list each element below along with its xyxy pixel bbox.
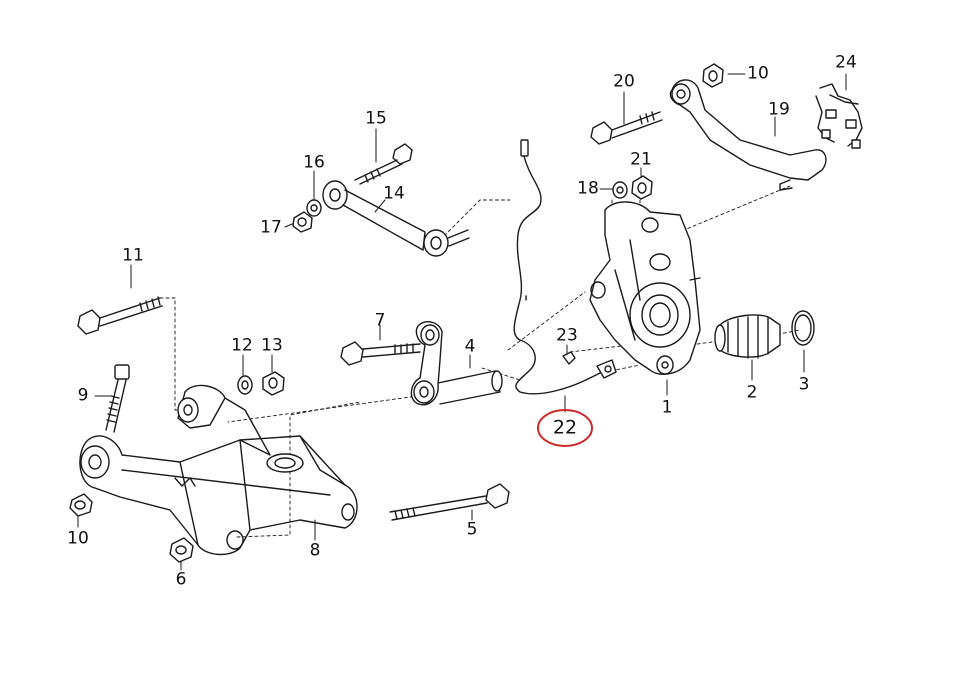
washer-part-12 xyxy=(237,375,253,395)
nut-part-10-lower xyxy=(69,493,93,517)
callout-8: 8 xyxy=(309,540,321,561)
callout-1: 1 xyxy=(661,397,673,418)
assembly-guide-lines xyxy=(159,185,801,538)
callout-14: 14 xyxy=(383,183,405,204)
nut-part-17 xyxy=(292,211,313,233)
callout-19: 19 xyxy=(768,99,790,120)
bolt-part-15 xyxy=(354,143,413,185)
nut-part-10-upper xyxy=(702,63,724,88)
callout-16: 16 xyxy=(303,152,325,173)
callout-11: 11 xyxy=(122,245,144,266)
callout-3: 3 xyxy=(798,374,810,395)
callout-23: 23 xyxy=(556,325,578,346)
bushing-part-21 xyxy=(631,175,653,200)
callout-10-upper: 10 xyxy=(747,63,769,84)
screw-part-23 xyxy=(562,351,576,365)
control-arm-part-14 xyxy=(322,180,470,257)
callout-17: 17 xyxy=(260,217,282,238)
washer-part-16 xyxy=(306,199,322,217)
abs-sensor-cable-part-22 xyxy=(513,139,617,395)
callout-20: 20 xyxy=(613,71,635,92)
subframe-part-8 xyxy=(79,384,358,556)
bushing-part-18 xyxy=(612,181,628,199)
bolt-part-5 xyxy=(389,483,510,521)
callout-2: 2 xyxy=(746,382,758,403)
bolt-part-9 xyxy=(105,364,130,433)
callout-13: 13 xyxy=(261,335,283,356)
circlip-part-3 xyxy=(791,310,815,346)
nut-part-13 xyxy=(262,371,285,396)
bolt-part-11 xyxy=(77,296,163,335)
bolt-part-7 xyxy=(340,341,421,366)
highlight-circle-22 xyxy=(537,409,593,447)
bolt-part-20 xyxy=(590,111,663,145)
callout-12: 12 xyxy=(231,335,253,356)
nut-part-6 xyxy=(169,537,194,563)
callout-9: 9 xyxy=(77,385,89,406)
callout-4: 4 xyxy=(464,336,476,357)
boot-part-2 xyxy=(714,314,781,359)
callout-10-lower: 10 xyxy=(67,528,89,549)
callout-22: 22 xyxy=(552,416,578,439)
link-part-4 xyxy=(410,321,503,406)
callout-24: 24 xyxy=(835,52,857,73)
upper-arm-part-19 xyxy=(669,79,827,191)
callout-5: 5 xyxy=(466,519,478,540)
callout-18: 18 xyxy=(577,178,599,199)
callout-6: 6 xyxy=(175,569,187,590)
callout-7: 7 xyxy=(374,310,386,331)
callout-15: 15 xyxy=(365,108,387,129)
bracket-part-24 xyxy=(815,83,863,149)
wheel-carrier-part-1 xyxy=(589,201,701,376)
callout-21: 21 xyxy=(630,149,652,170)
